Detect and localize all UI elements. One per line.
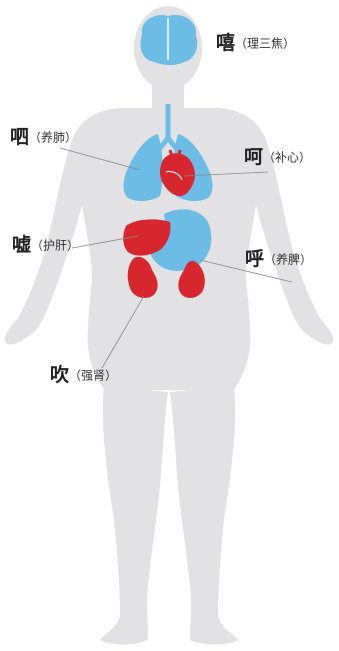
label-si-lung: 呬（养肺）	[10, 128, 77, 147]
label-chui-char: 吹	[50, 364, 69, 386]
label-xi-char: 嘻	[216, 32, 235, 54]
label-xu-sub: （护肝）	[31, 239, 79, 253]
label-chui-kidney: 吹（强肾）	[50, 366, 117, 385]
label-xi-sub: （理三焦）	[235, 37, 295, 51]
label-he-char: 呵	[244, 146, 263, 168]
label-xi-brain: 嘻（理三焦）	[216, 34, 295, 53]
label-xu-liver: 嘘（护肝）	[12, 236, 79, 255]
body-silhouette	[5, 6, 334, 645]
label-he-heart: 呵（补心）	[244, 148, 311, 167]
label-hu-sub: （养脾）	[264, 253, 312, 267]
label-xu-char: 嘘	[12, 234, 31, 256]
brain-organ	[141, 15, 198, 65]
label-chui-sub: （强肾）	[69, 369, 117, 383]
label-si-sub: （养肺）	[29, 131, 77, 145]
label-he-sub: （补心）	[263, 151, 311, 165]
label-hu-char: 呼	[245, 248, 264, 270]
label-hu-spleen: 呼（养脾）	[245, 250, 312, 269]
label-si-char: 呬	[10, 126, 29, 148]
